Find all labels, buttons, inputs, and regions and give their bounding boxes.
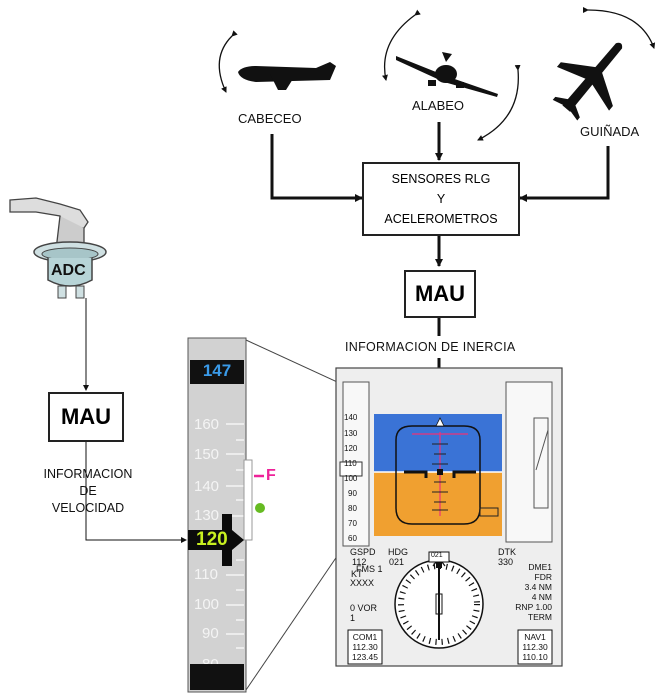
dtk-value: 330: [498, 557, 514, 567]
roll-rotation-arrow-right: [477, 64, 521, 141]
pfd-speed-tick-130: 130: [344, 429, 358, 438]
pitch-label: CABECEO: [238, 111, 302, 126]
tape-tick-80: 80: [202, 656, 219, 664]
pfd-speed-tick-80: 80: [348, 504, 357, 513]
tape-tick-110: 110: [194, 566, 218, 583]
pfd-speed-tick-90: 90: [348, 489, 357, 498]
mau-left-box: MAU: [48, 392, 124, 442]
roll-label: ALABEO: [412, 98, 465, 113]
tape-tick-140: 140: [194, 478, 220, 495]
dme-panel: DME1 FDR 3.4 NM 4 NM RNP 1.00 TERM: [506, 562, 552, 622]
pfd-speed-tick-60: 60: [348, 534, 357, 543]
yaw-label: GUIÑADA: [580, 124, 640, 139]
roll-aircraft-icon: [396, 52, 498, 97]
vor-line-2: 1: [350, 613, 356, 623]
gspd-label: GSPD: [350, 547, 376, 557]
pfd-display: [335, 367, 563, 667]
speed-tape: [187, 337, 265, 693]
com-box-text: COM1 112.30 123.45: [349, 632, 381, 662]
tape-tick-90: 90: [202, 625, 219, 642]
inertia-label: INFORMACION DE INERCIA: [345, 340, 516, 354]
tape-tick-100: 100: [194, 596, 220, 613]
sensors-line-3: ACELEROMETROS: [384, 212, 498, 226]
nav-box-text: NAV1 112.30 110.10: [519, 632, 551, 662]
nav-title: NAV1: [524, 632, 546, 642]
roll-rotation-arrow-left: [382, 9, 421, 81]
yaw-rotation-arrow: [582, 6, 656, 49]
tape-tick-160: 160: [194, 416, 220, 433]
velocity-line-1: INFORMACION: [43, 467, 133, 481]
com-freq-1: 112.30: [352, 642, 378, 652]
arrow-yaw-to-sensors: [519, 146, 610, 202]
arrow-mau-to-tape: [85, 442, 187, 543]
com-title: COM1: [352, 632, 378, 642]
xxxx-label: XXXX: [350, 578, 375, 588]
sensors-box: SENSORES RLG Y ACELEROMETROS: [362, 162, 520, 236]
pfd-speed-tick-70: 70: [348, 519, 357, 528]
pitch-aircraft-icon: [238, 62, 336, 90]
dme-line-1: DME1: [528, 562, 552, 572]
flap-marker: F: [266, 467, 276, 484]
mau-top-box: MAU: [404, 270, 476, 318]
nav-freq-2: 110.10: [522, 652, 548, 662]
fms-label: FMS 1: [356, 564, 383, 574]
adc-label: ADC: [51, 262, 86, 279]
dme-line-2: FDR: [534, 572, 552, 582]
pfd-speed-tick-140: 140: [344, 413, 358, 422]
tape-tick-130: 130: [194, 507, 220, 524]
dme-line-3: 3.4 NM: [524, 582, 552, 592]
heading-readout: 021: [431, 552, 443, 559]
selected-speed-readout: 147: [202, 361, 232, 380]
zoom-line-bottom: [245, 545, 345, 691]
mau-left-label: MAU: [60, 404, 112, 429]
tape-tick-150: 150: [194, 446, 220, 463]
sensors-line-1: SENSORES RLG: [391, 172, 491, 186]
arrow-pitch-to-sensors: [270, 134, 363, 202]
yaw-aircraft-icon: [552, 42, 623, 121]
sensors-line-2: Y: [436, 192, 446, 206]
vor-line-1: 0 VOR: [350, 603, 378, 613]
pfd-speed-tick-110: 110: [344, 459, 357, 468]
adc-probe-icon: [9, 197, 107, 299]
dtk-label: DTK: [498, 547, 516, 557]
dme-line-5: RNP 1.00: [515, 602, 552, 612]
dme-line-6: TERM: [527, 612, 552, 622]
hdg-label: HDG: [388, 547, 408, 557]
pitch-rotation-arrow: [218, 30, 238, 93]
velocity-label: INFORMACION DE VELOCIDAD: [32, 466, 144, 517]
velocity-line-2: DE: [79, 484, 97, 498]
com-freq-2: 123.45: [352, 652, 378, 662]
hdg-value: 021: [389, 557, 405, 567]
current-speed-readout: 120: [196, 529, 228, 550]
dme-line-4: 4 NM: [531, 592, 552, 602]
pfd-speed-tick-120: 120: [344, 444, 358, 453]
mau-top-label: MAU: [414, 281, 466, 306]
pfd-speed-tick-100: 100: [344, 474, 358, 483]
velocity-line-3: VELOCIDAD: [51, 501, 125, 515]
nav-freq-1: 112.30: [522, 642, 548, 652]
kt-label: KT: [351, 569, 363, 579]
gspd-value: 112: [352, 557, 367, 567]
